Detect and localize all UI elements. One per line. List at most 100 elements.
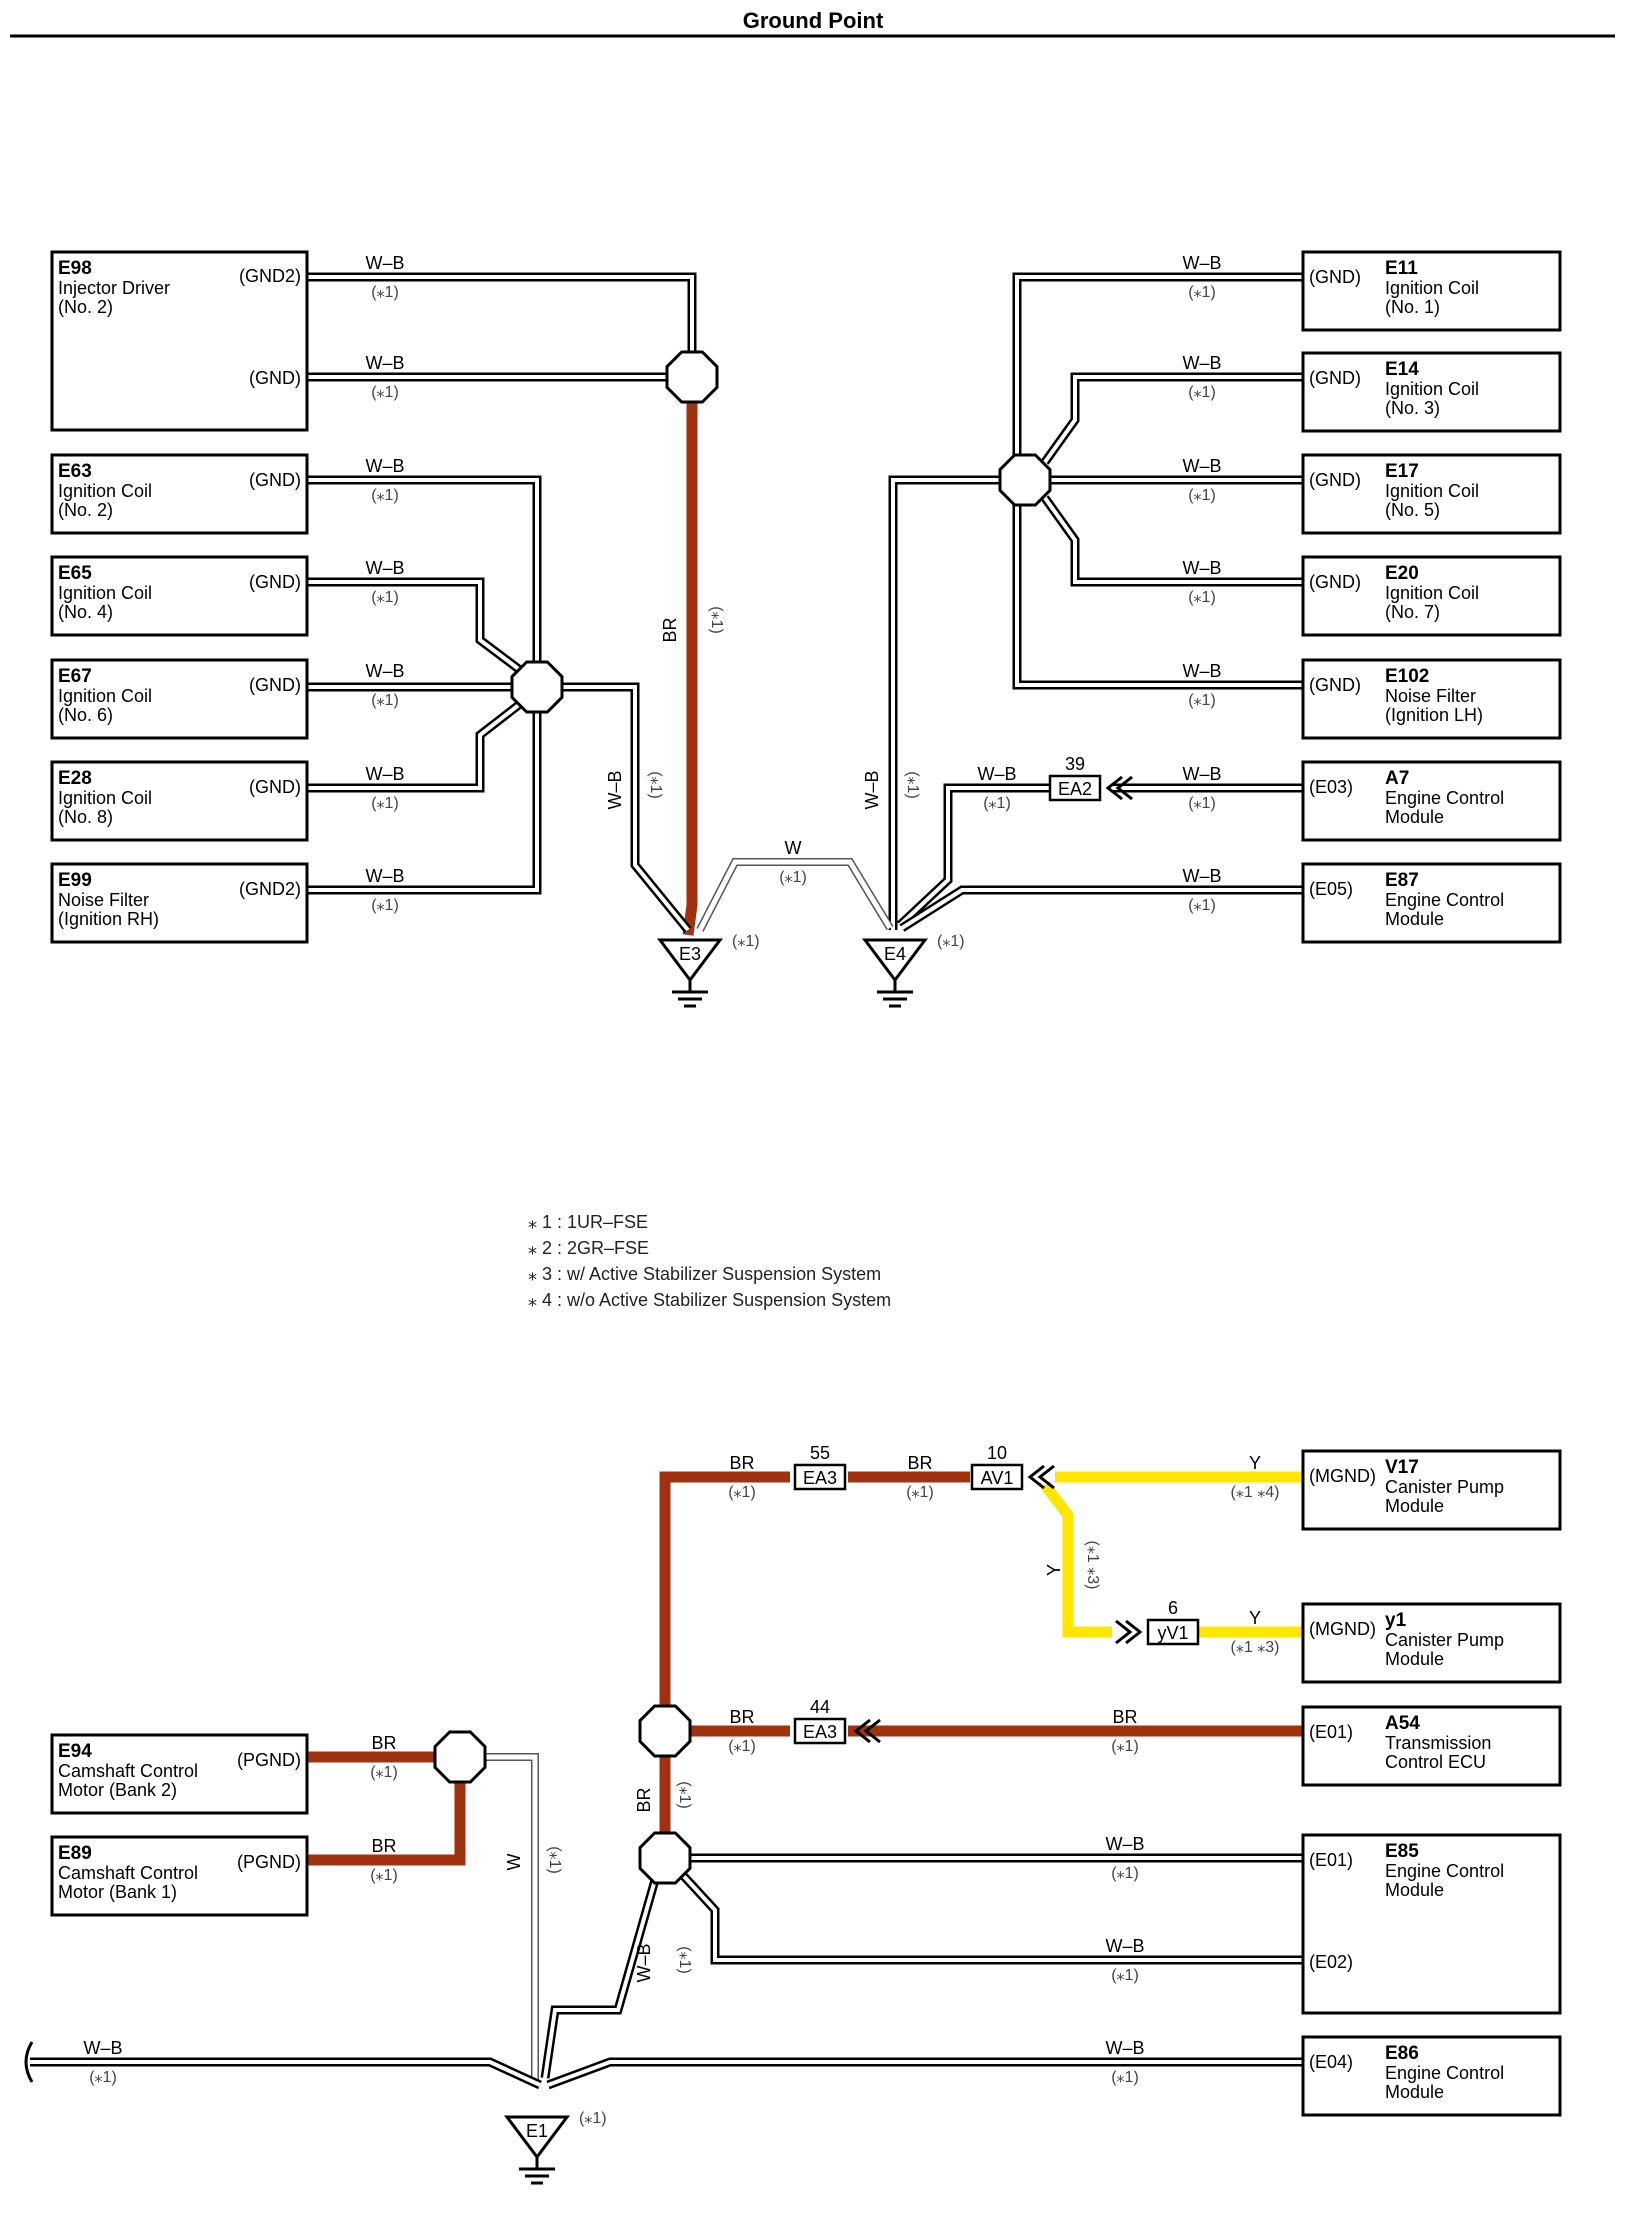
component-id: E67 bbox=[58, 666, 92, 687]
wire-note: (⁎1) bbox=[1188, 795, 1216, 812]
wire-note: (⁎1) bbox=[1111, 2069, 1139, 2086]
wire-br-vertical bbox=[659, 1471, 790, 1706]
labels-layer: W–B (⁎1) W–B (⁎1) W–B (⁎1) W–B (⁎1) W–B (⁎1) W–B (⁎… bbox=[83, 253, 1279, 2086]
wire-note: (⁎1) bbox=[676, 1946, 693, 1974]
connector-pin: 6 bbox=[1168, 1598, 1178, 1618]
wire-note: (⁎1) bbox=[1188, 897, 1216, 914]
component-id: y1 bbox=[1385, 1610, 1407, 1631]
legend-item: ⁎ 2 : 2GR–FSE bbox=[528, 1238, 649, 1258]
component-name: Engine Control bbox=[1385, 2063, 1504, 2083]
wire-br-e89 bbox=[307, 1782, 466, 1866]
component-name: Engine Control bbox=[1385, 890, 1504, 910]
component-id: E99 bbox=[58, 870, 92, 891]
wire-note: (⁎1) bbox=[676, 1781, 693, 1809]
wire-color-label: W–B bbox=[83, 2038, 122, 2058]
component-name: Engine Control bbox=[1385, 788, 1504, 808]
wire-color-label: BR bbox=[907, 1453, 932, 1473]
component-box bbox=[50, 862, 309, 944]
splice-hub bbox=[638, 1704, 692, 1758]
component-box bbox=[1301, 658, 1562, 740]
wire-note: (⁎1) bbox=[371, 692, 399, 709]
connector-pin: 44 bbox=[810, 1697, 830, 1717]
wire-e102-core bbox=[1015, 505, 1303, 687]
wire-e11-core bbox=[1015, 275, 1303, 455]
component-name: Module bbox=[1385, 1880, 1444, 1900]
wire-note: (⁎1 ⁎3) bbox=[1231, 1639, 1280, 1656]
component-name: Module bbox=[1385, 2082, 1444, 2102]
wire-note: (⁎1) bbox=[371, 795, 399, 812]
ground-e1: E1(⁎1) bbox=[504, 2110, 607, 2185]
component-name: Ignition Coil bbox=[58, 481, 152, 501]
component-name: Noise Filter bbox=[58, 890, 149, 910]
wire-color-label: BR bbox=[371, 1836, 396, 1856]
wire-color-label: W–B bbox=[1182, 558, 1221, 578]
component-name: Ignition Coil bbox=[58, 686, 152, 706]
component-name: (Ignition LH) bbox=[1385, 705, 1483, 725]
component-name: Module bbox=[1385, 909, 1444, 929]
wire-note: (⁎1) bbox=[728, 1738, 756, 1755]
splice-hub bbox=[510, 660, 564, 714]
wire-color-label: W–B bbox=[1182, 764, 1221, 784]
wire-color-label: W–B bbox=[1105, 1936, 1144, 1956]
wire-note: (⁎1) bbox=[983, 795, 1011, 812]
component-id: E14 bbox=[1385, 359, 1419, 380]
wire-note: (⁎1) bbox=[546, 1846, 563, 1874]
wire-e102 bbox=[1012, 505, 1303, 690]
component-name: Module bbox=[1385, 1649, 1444, 1669]
component-box bbox=[1301, 2035, 1562, 2117]
pin-label: (E05) bbox=[1309, 879, 1353, 899]
legend: ⁎ 1 : 1UR–FSE ⁎ 2 : 2GR–FSE ⁎ 3 : w/ Act… bbox=[528, 1212, 891, 1310]
component-name: (No. 2) bbox=[58, 500, 113, 520]
pin-label: (E02) bbox=[1309, 1952, 1353, 1972]
wire-note: (⁎1) bbox=[1188, 384, 1216, 401]
wire-e20 bbox=[1041, 495, 1303, 587]
ground-note: (⁎1) bbox=[937, 933, 965, 950]
wire-e99-core bbox=[307, 712, 539, 892]
component-box bbox=[1301, 760, 1562, 842]
component-name: (No. 1) bbox=[1385, 297, 1440, 317]
connector-box bbox=[793, 1463, 847, 1491]
wire-e87-core bbox=[900, 888, 1303, 930]
component-id: E102 bbox=[1385, 666, 1429, 687]
pin-label: (GND) bbox=[249, 368, 301, 388]
wire-color-label: BR bbox=[729, 1707, 754, 1727]
wire-note: (⁎1) bbox=[1188, 487, 1216, 504]
wire-color-label: W–B bbox=[1182, 253, 1221, 273]
wire-note: (⁎1) bbox=[371, 487, 399, 504]
component-name: Ignition Coil bbox=[1385, 583, 1479, 603]
component-name: (No. 6) bbox=[58, 705, 113, 725]
wire-color-label: Y bbox=[1249, 1453, 1261, 1473]
wire-color-label: W–B bbox=[1182, 456, 1221, 476]
ground-note: (⁎1) bbox=[579, 2110, 607, 2127]
pin-label: (GND) bbox=[249, 675, 301, 695]
wire-e11 bbox=[1012, 272, 1303, 455]
wire-e20-core bbox=[1043, 496, 1303, 584]
wire-note: (⁎1) bbox=[370, 1867, 398, 1884]
wire-note: (⁎1) bbox=[904, 771, 921, 799]
ground-e3: E3(⁎1) bbox=[657, 933, 760, 1008]
component-id: A54 bbox=[1385, 1713, 1420, 1734]
component-id: E28 bbox=[58, 768, 92, 789]
wire-color-label: W–B bbox=[1105, 1834, 1144, 1854]
pin-label: (GND) bbox=[249, 572, 301, 592]
component-id: E11 bbox=[1385, 258, 1418, 279]
component-name: Engine Control bbox=[1385, 1861, 1504, 1881]
wire-e85-e02 bbox=[676, 1868, 1303, 1965]
component-box bbox=[50, 250, 309, 432]
connector-pin: 39 bbox=[1065, 754, 1085, 774]
wire-note: (⁎1) bbox=[1111, 1738, 1139, 1755]
component-box bbox=[1301, 862, 1562, 944]
